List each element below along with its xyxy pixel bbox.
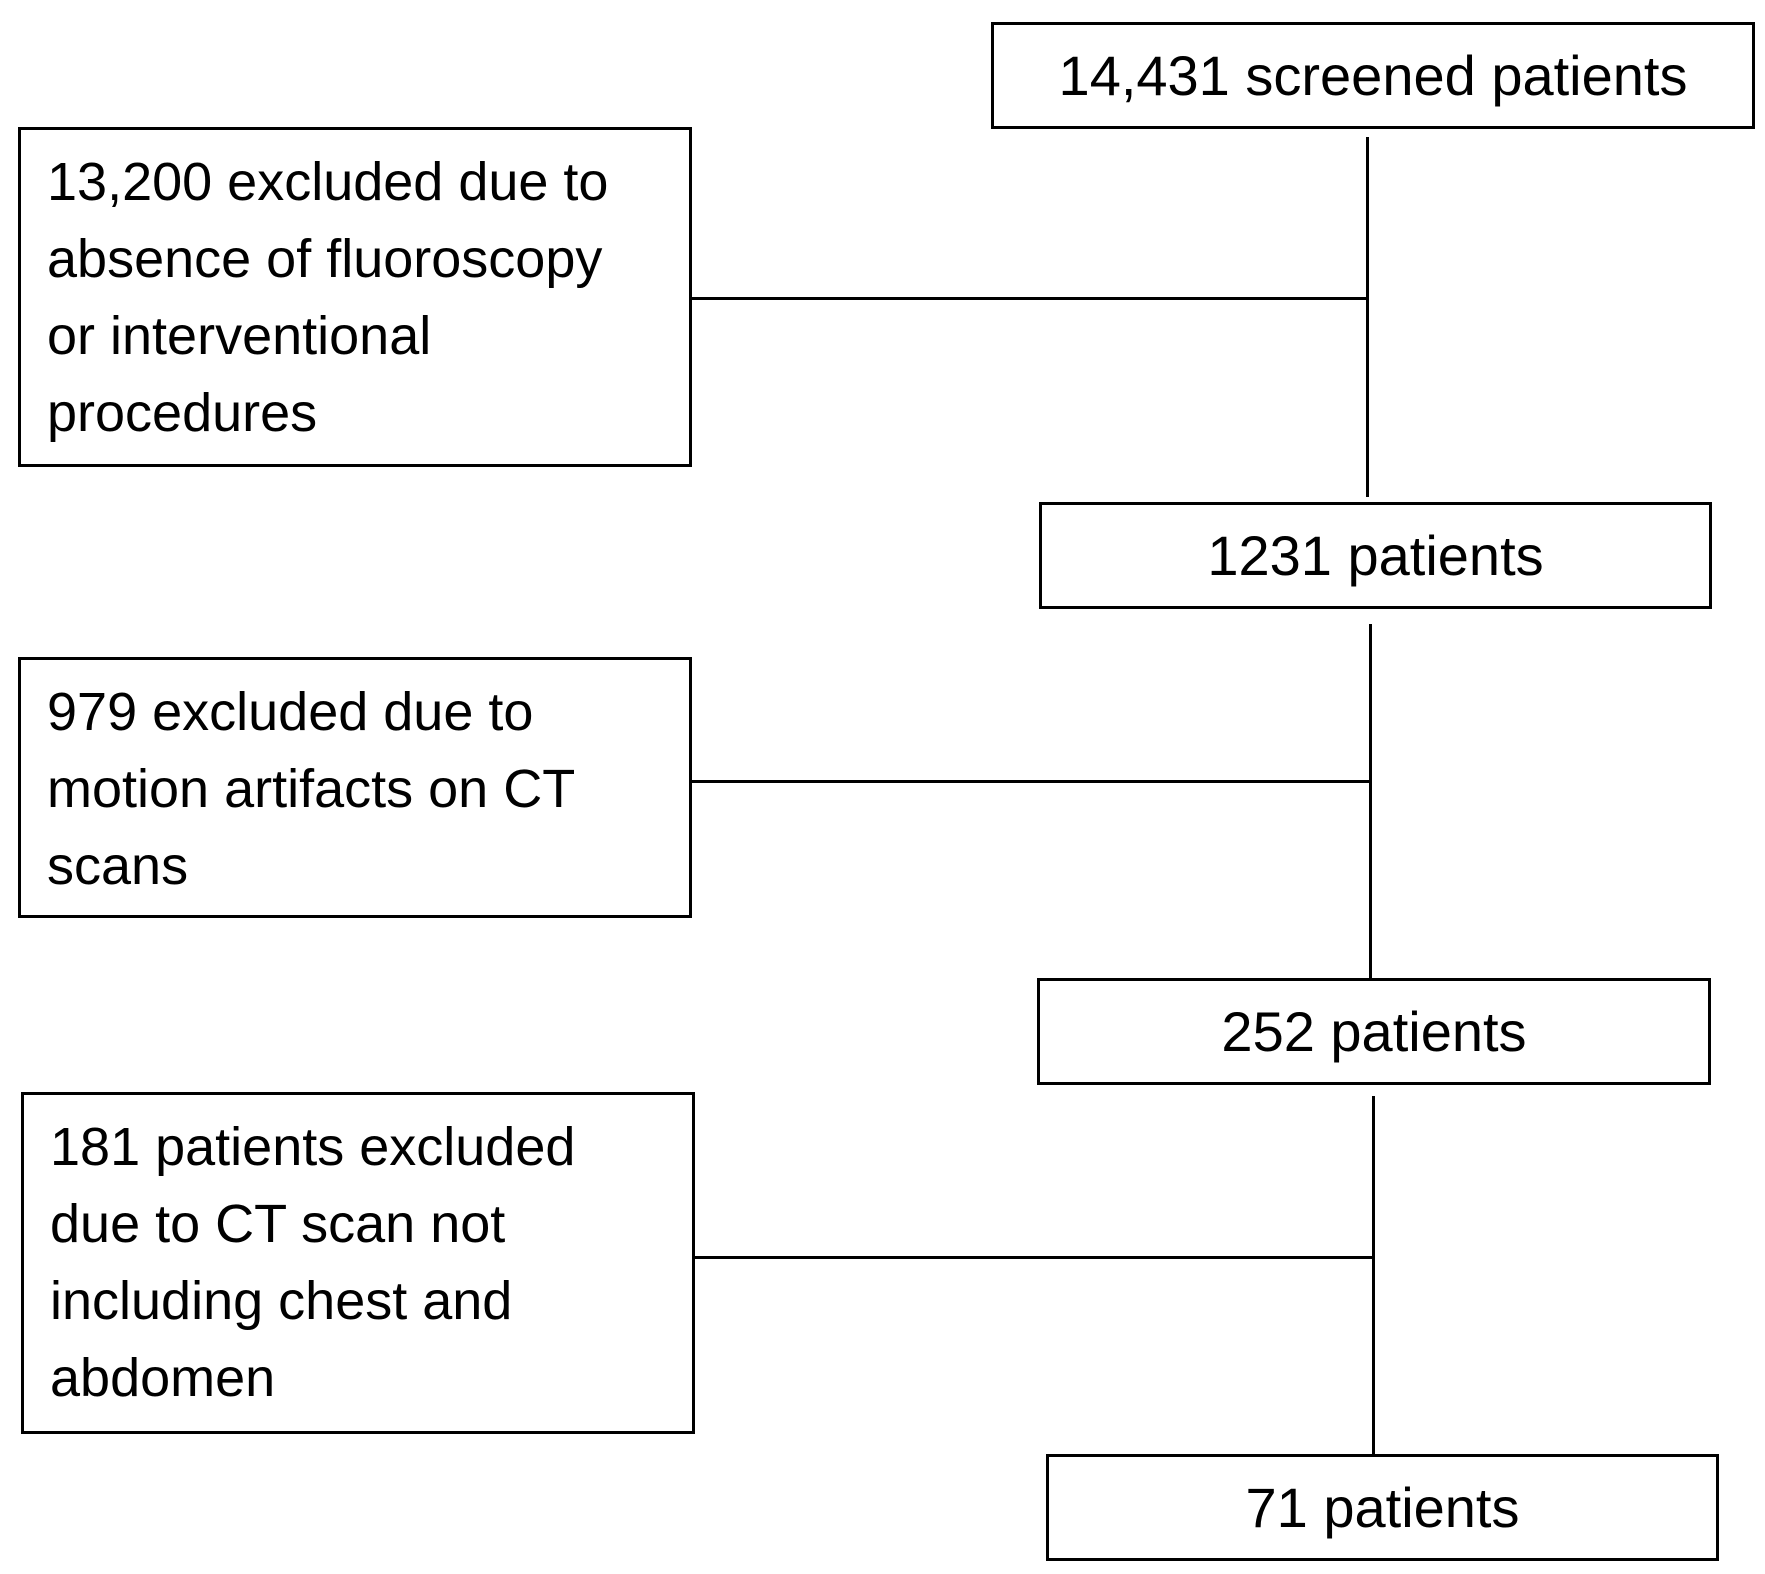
connector-vertical-2	[1369, 624, 1372, 979]
exclusion-text-line: procedures	[47, 383, 318, 443]
exclusion-text-line: motion artifacts on CT	[47, 759, 576, 819]
final-patients-box: 71 patients	[1046, 1454, 1719, 1561]
screened-patients-label: 14,431 screened patients	[1058, 43, 1688, 107]
final-patients-label: 71 patients	[1245, 1475, 1520, 1539]
exclusion-text-line: abdomen	[50, 1348, 276, 1408]
exclusion-box-motion-artifacts: 979 excluded due to motion artifacts on …	[18, 657, 692, 918]
exclusion-text-line: due to CT scan not	[50, 1194, 506, 1254]
connector-vertical-1	[1366, 137, 1369, 497]
connector-vertical-3	[1372, 1096, 1375, 1454]
exclusion-text-line: or interventional	[47, 306, 432, 366]
connector-horizontal-2	[692, 780, 1372, 783]
exclusion-text-line: 181 patients excluded	[50, 1117, 576, 1177]
patients-after-first-exclusion-label: 1231 patients	[1207, 523, 1544, 587]
exclusion-text-line: 979 excluded due to	[47, 682, 534, 742]
exclusion-text-line: including chest and	[50, 1271, 513, 1331]
patients-after-second-exclusion-label: 252 patients	[1221, 999, 1527, 1063]
connector-horizontal-1	[692, 297, 1369, 300]
connector-horizontal-3	[695, 1256, 1375, 1259]
exclusion-box-ct-coverage: 181 patients excluded due to CT scan not…	[21, 1092, 695, 1434]
patients-after-second-exclusion-box: 252 patients	[1037, 978, 1711, 1085]
exclusion-text-line: absence of fluoroscopy	[47, 229, 603, 289]
patients-after-first-exclusion-box: 1231 patients	[1039, 502, 1712, 609]
exclusion-box-fluoroscopy: 13,200 excluded due to absence of fluoro…	[18, 127, 692, 467]
exclusion-text-line: scans	[47, 836, 189, 896]
exclusion-text-line: 13,200 excluded due to	[47, 152, 609, 212]
screened-patients-box: 14,431 screened patients	[991, 22, 1755, 129]
